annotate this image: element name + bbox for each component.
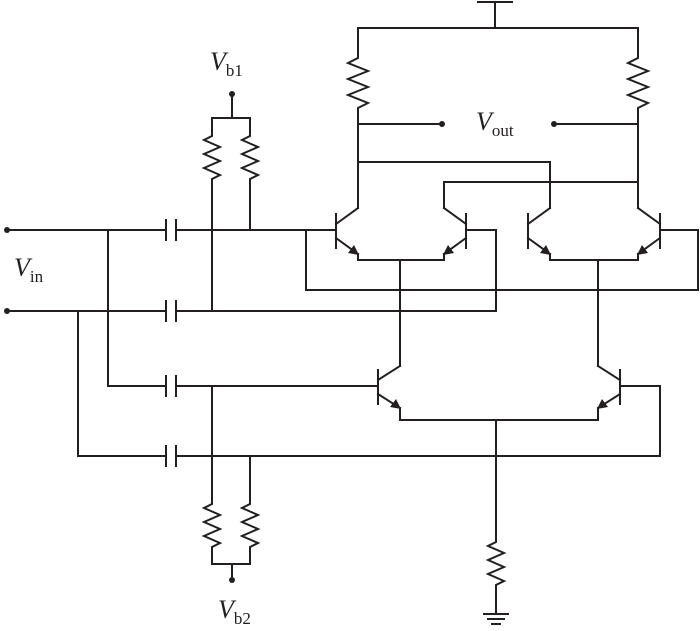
vb1-terminal [211,91,251,133]
input-capacitor-3 [165,375,177,397]
input-capacitor-2 [165,300,177,322]
lower-transistor-left [376,364,402,410]
vout-label-sub: out [492,121,514,140]
vb1-label: Vb1 [210,47,243,80]
vb2-terminal [211,551,251,583]
lower-transistor-right [596,364,622,410]
vdd-rail [357,27,639,49]
input-capacitor-4 [165,445,177,467]
load-resistor-right [625,47,651,119]
tail-resistor [485,537,507,615]
load-resistor-left [345,47,371,119]
vb1-label-main: V [210,47,229,76]
upper-transistor-1 [334,206,360,256]
vb2-resistor-right [239,455,261,553]
vin-terminal-bottom [4,308,167,314]
vin-terminal-top [4,227,167,233]
vin-label-sub: in [30,267,44,286]
vout-left-terminal [357,121,445,127]
ground-symbol [483,613,509,625]
upper-transistor-4 [636,206,662,256]
emitter-pair-right [549,253,639,261]
vin-branch-wiring [77,229,167,457]
vb2-resistor-left [201,385,223,553]
vb1-resistor-right [239,131,261,231]
lower-emitter-wiring [399,407,599,539]
vdd-supply-symbol [477,1,513,29]
vin-label-main: V [14,253,33,282]
upper-transistor-2 [442,206,468,256]
input-capacitor-1 [165,219,177,241]
vb2-label-sub: b2 [234,609,251,628]
upper-base-feedback-wiring [305,229,699,312]
vout-label-main: V [476,107,495,136]
vb2-label-main: V [218,595,237,624]
vb1-label-sub: b1 [226,61,243,80]
vin-label: Vin [14,253,44,286]
vout-right-terminal [551,121,639,127]
upper-transistor-3 [526,206,552,256]
cap4-output-wiring [175,385,661,457]
output-node-right-wiring [443,117,639,209]
vb2-label: Vb2 [218,595,251,628]
vb1-resistor-left [201,131,223,312]
vout-label: Vout [476,107,514,140]
output-node-left-wiring [357,117,551,209]
